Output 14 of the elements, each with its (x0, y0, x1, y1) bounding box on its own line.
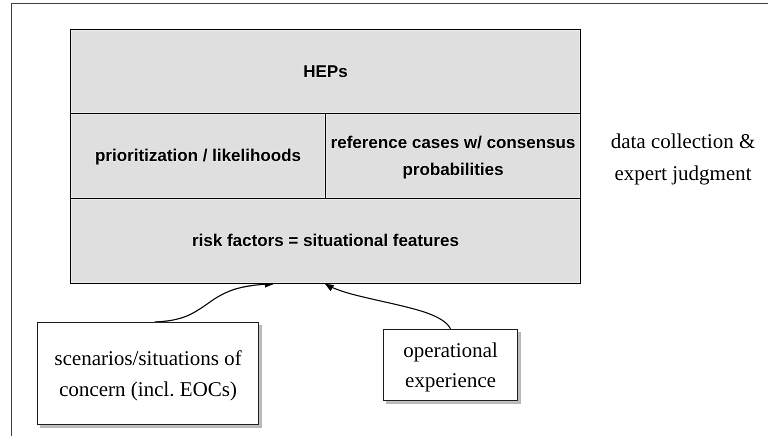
node-text: risk factors = situational features (192, 230, 459, 252)
node-text: operational experience (402, 336, 499, 394)
curved-arrow (324, 283, 451, 330)
source-box (37, 322, 259, 425)
base-band (70, 198, 581, 284)
node-text: prioritization / likelihoods (95, 145, 301, 168)
category-cell (70, 113, 326, 199)
node-text: reference cases w/ consensus probabilities (330, 132, 576, 181)
category-cell (325, 113, 581, 199)
source-box (383, 329, 518, 401)
node-text: HEPs (303, 60, 348, 83)
node-text: scenarios/situations of concern (incl. EOCs) (53, 345, 243, 402)
header-band (70, 29, 581, 114)
side-note: data collection & expert judgment (610, 128, 756, 186)
